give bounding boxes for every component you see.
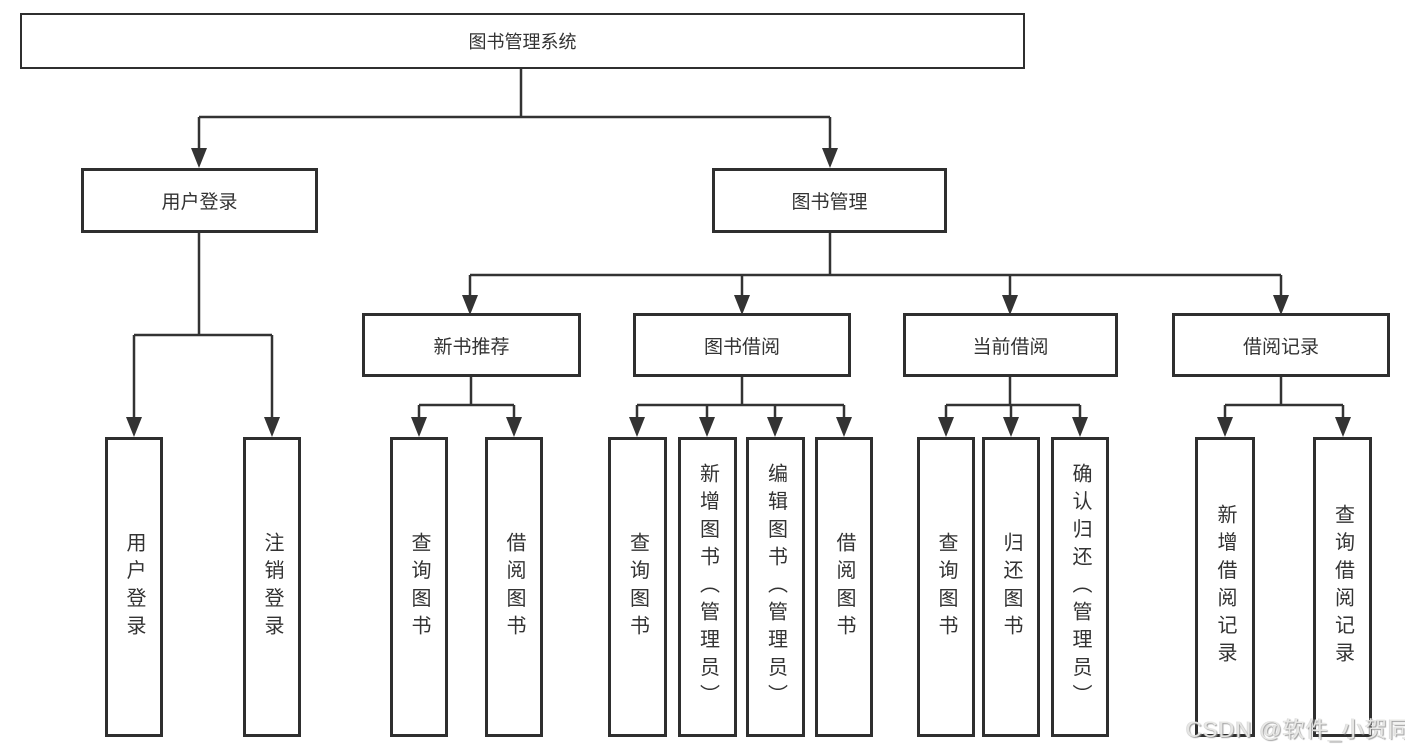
leaf-cb-return-book: 归还图书: [982, 437, 1040, 737]
leaf-label: 用户登录: [123, 531, 145, 643]
leaf-nbr-borrow-book: 借阅图书: [485, 437, 543, 737]
leaf-br-add-record: 新增借阅记录: [1195, 437, 1255, 737]
arrowheads: [126, 148, 1351, 437]
leaf-bb-borrow-book: 借阅图书: [815, 437, 873, 737]
leaf-cb-confirm-return-admin: 确认归还（管理员）: [1051, 437, 1109, 737]
node-root: 图书管理系统: [20, 13, 1025, 69]
leaf-label: 新增借阅记录: [1214, 504, 1236, 670]
watermark: CSDN @软件_小贺同学: [1186, 717, 1405, 742]
leaf-logout: 注销登录: [243, 437, 301, 737]
leaf-bb-edit-book-admin: 编辑图书（管理员）: [746, 437, 805, 737]
leaf-bb-add-book-admin: 新增图书（管理员）: [678, 437, 737, 737]
node-new-book-recommend: 新书推荐: [362, 313, 581, 377]
leaf-nbr-query-book: 查询图书: [390, 437, 448, 737]
leaf-label: 查询图书: [935, 531, 957, 643]
leaf-label: 新增图书（管理员）: [696, 462, 719, 712]
leaf-label: 查询图书: [408, 531, 430, 643]
node-current-borrow: 当前借阅: [903, 313, 1118, 377]
leaf-label: 编辑图书（管理员）: [764, 462, 787, 712]
leaf-user-login: 用户登录: [105, 437, 163, 737]
leaf-cb-query-book: 查询图书: [917, 437, 975, 737]
leaf-label: 借阅图书: [503, 531, 525, 643]
node-user-login: 用户登录: [81, 168, 318, 233]
node-book-borrow: 图书借阅: [633, 313, 851, 377]
node-book-management: 图书管理: [712, 168, 947, 233]
leaf-label: 注销登录: [261, 531, 283, 643]
leaf-label: 查询借阅记录: [1331, 504, 1354, 670]
leaf-label: 归还图书: [1000, 531, 1022, 643]
leaf-bb-query-book: 查询图书: [608, 437, 667, 737]
leaf-br-query-record: 查询借阅记录: [1313, 437, 1372, 737]
leaf-label: 查询图书: [626, 531, 649, 643]
node-borrow-records: 借阅记录: [1172, 313, 1390, 377]
leaf-label: 借阅图书: [833, 531, 855, 643]
leaf-label: 确认归还（管理员）: [1069, 462, 1091, 712]
